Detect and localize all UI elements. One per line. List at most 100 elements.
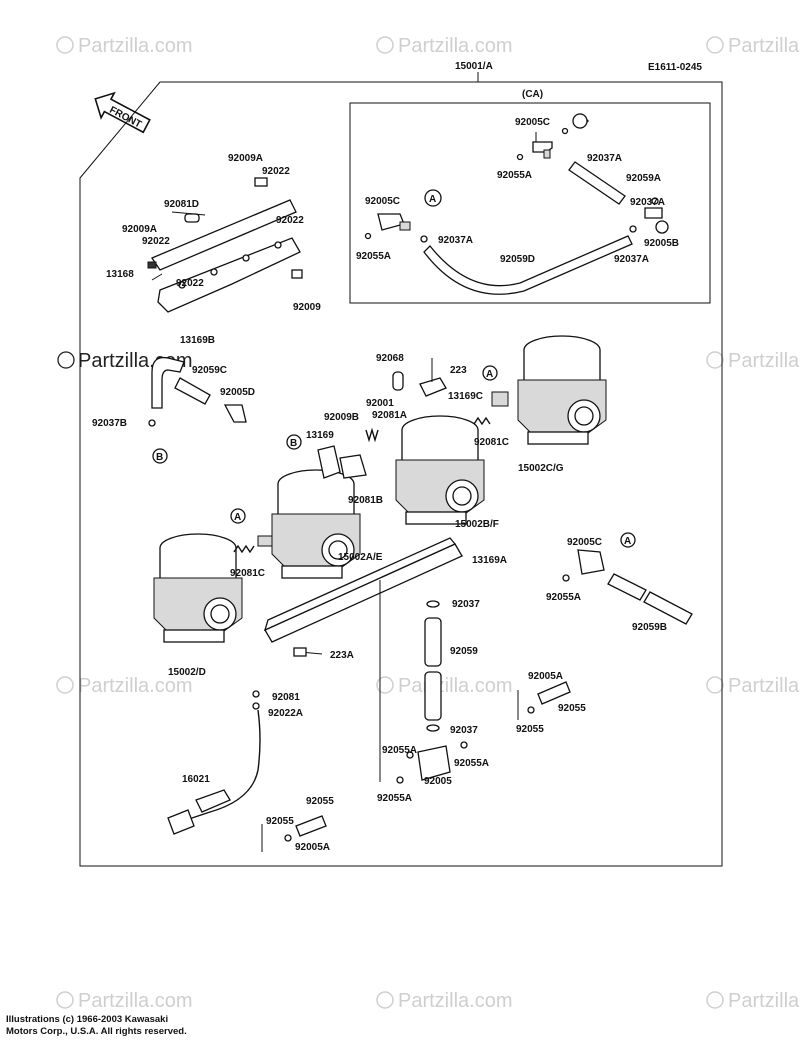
watermark-4: Partzilla.com xyxy=(706,350,800,372)
label-92081C: 92081C xyxy=(474,437,509,448)
copyright-line-2: Motors Corp., U.S.A. All rights reserved… xyxy=(6,1026,187,1037)
left-hose: B xyxy=(148,356,247,464)
label-223A: 223A xyxy=(330,650,354,661)
label-92005A: 92005A xyxy=(528,671,563,682)
assembly-frame xyxy=(79,81,723,867)
label-92055: 92055 xyxy=(266,816,294,827)
svg-text:Partzilla.com: Partzilla.com xyxy=(728,675,800,697)
label-92022A: 92022A xyxy=(268,708,303,719)
label-92037A: 92037A xyxy=(438,235,473,246)
copyright-line-1: Illustrations (c) 1966-2003 Kawasaki xyxy=(6,1014,169,1025)
svg-text:Partzilla.com: Partzilla.com xyxy=(728,35,800,57)
right-vent-hose: A xyxy=(517,532,693,720)
label-92055: 92055 xyxy=(516,724,544,735)
label-92055: 92055 xyxy=(558,703,586,714)
label-16021: 16021 xyxy=(182,774,210,785)
label-13169: 13169 xyxy=(306,430,334,441)
assembly-ref-label: 15001/A xyxy=(455,61,493,72)
watermark-1: Partzilla.com xyxy=(56,35,192,57)
label-92001: 92001 xyxy=(366,398,394,409)
label-92037A: 92037A xyxy=(587,153,622,164)
label-92059C: 92059C xyxy=(192,365,227,376)
svg-text:A: A xyxy=(624,536,631,547)
watermark-10: Partzilla.com xyxy=(706,990,800,1012)
svg-text:Partzilla.com: Partzilla.com xyxy=(728,350,800,372)
watermark-6: Partzilla.com xyxy=(376,675,512,697)
copyright-notice: Illustrations (c) 1966-2003 Kawasaki Mot… xyxy=(6,1014,187,1038)
label-13169A: 13169A xyxy=(472,555,507,566)
label-92037A: 92037A xyxy=(614,254,649,265)
front-arrow-icon: FRONT xyxy=(94,91,151,134)
label-92081D: 92081D xyxy=(164,199,199,210)
label-92081B: 92081B xyxy=(348,495,383,506)
label-92081: 92081 xyxy=(272,692,300,703)
carb-links: A B A xyxy=(230,358,509,554)
label-92022: 92022 xyxy=(142,236,170,247)
label-92059B: 92059B xyxy=(632,622,667,633)
label-92055A: 92055A xyxy=(497,170,532,181)
ca-box xyxy=(349,102,711,304)
label-92005C: 92005C xyxy=(515,117,550,128)
svg-text:B: B xyxy=(156,452,163,463)
svg-text:Partzilla.com: Partzilla.com xyxy=(398,990,512,1012)
label-13169C: 13169C xyxy=(448,391,483,402)
label-92022: 92022 xyxy=(176,278,204,289)
label-92009B: 92009B xyxy=(324,412,359,423)
label-92009A: 92009A xyxy=(228,153,263,164)
label-13169B: 13169B xyxy=(180,335,215,346)
label-92055A: 92055A xyxy=(546,592,581,603)
label-223: 223 xyxy=(450,365,467,376)
doc-code: E1611-0245 xyxy=(648,62,702,73)
watermark-7: Partzilla.com xyxy=(706,675,800,697)
label-92005C: 92005C xyxy=(567,537,602,548)
label-92055A: 92055A xyxy=(382,745,417,756)
label-92037B: 92037B xyxy=(92,418,127,429)
label-92037A: 92037A xyxy=(630,197,665,208)
watermark-9: Partzilla.com xyxy=(376,990,512,1012)
svg-text:A: A xyxy=(486,369,493,380)
lower-rail xyxy=(263,537,463,657)
watermark-3: Partzilla.com xyxy=(706,35,800,57)
svg-text:Partzilla.com: Partzilla.com xyxy=(728,990,800,1012)
label-92055A: 92055A xyxy=(356,251,391,262)
label-15002B-F: 15002B/F xyxy=(455,519,499,530)
label-92055: 92055 xyxy=(306,796,334,807)
ca-hoses: A xyxy=(364,113,669,295)
label-92055A: 92055A xyxy=(377,793,412,804)
svg-text:Partzilla.com: Partzilla.com xyxy=(78,35,192,57)
carburetor-3 xyxy=(395,415,485,525)
carburetor-4 xyxy=(517,335,607,445)
bottom-hoses xyxy=(261,815,327,852)
label-92068: 92068 xyxy=(376,353,404,364)
label-92037: 92037 xyxy=(450,725,478,736)
label-92005D: 92005D xyxy=(220,387,255,398)
label-15002-D: 15002/D xyxy=(168,667,206,678)
label-92005C: 92005C xyxy=(365,196,400,207)
label-92022: 92022 xyxy=(262,166,290,177)
label-92081A: 92081A xyxy=(372,410,407,421)
svg-text:A: A xyxy=(234,512,241,523)
label-92059A: 92059A xyxy=(626,173,661,184)
label-92005A: 92005A xyxy=(295,842,330,853)
label-92059D: 92059D xyxy=(500,254,535,265)
label-92081C: 92081C xyxy=(230,568,265,579)
svg-text:Partzilla.com: Partzilla.com xyxy=(78,675,192,697)
watermark-8: Partzilla.com xyxy=(56,990,192,1012)
svg-text:A: A xyxy=(429,194,436,205)
svg-text:Partzilla.com: Partzilla.com xyxy=(78,990,192,1012)
label-92037: 92037 xyxy=(452,599,480,610)
label-92005B: 92005B xyxy=(644,238,679,249)
carburetor-2 xyxy=(271,469,361,579)
label-92022: 92022 xyxy=(276,215,304,226)
label-13168: 13168 xyxy=(106,269,134,280)
svg-text:Partzilla.com: Partzilla.com xyxy=(398,675,512,697)
label-92055A: 92055A xyxy=(454,758,489,769)
label-15002A-E: 15002A/E xyxy=(338,552,383,563)
svg-text:B: B xyxy=(290,438,297,449)
vent-hose-assembly xyxy=(379,580,468,784)
carburetor-1 xyxy=(153,533,243,643)
label-92009: 92009 xyxy=(293,302,321,313)
svg-text:Partzilla.com: Partzilla.com xyxy=(398,35,512,57)
